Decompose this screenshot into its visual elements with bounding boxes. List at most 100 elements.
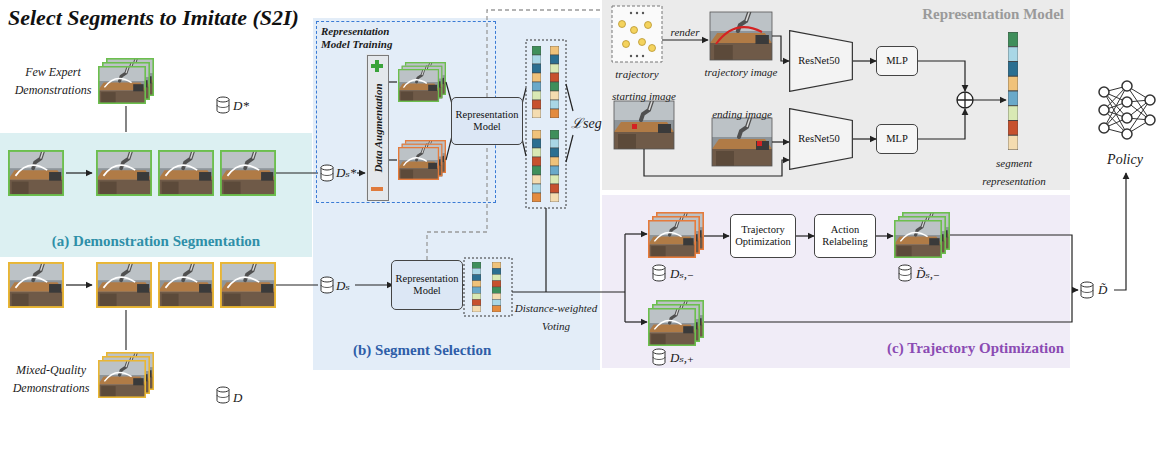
image-caption: trajectory image [704,66,777,78]
expert-demos-part [125,106,126,132]
representation-illustration-part [644,149,789,176]
loss-symbol-holder: ℒseg [571,114,602,132]
dataset-symbol-holder: D [233,388,242,406]
mixed-demos [98,310,229,403]
panel-heading: Representation Model Training [321,25,417,51]
model-box: Representation Model [451,97,523,145]
optimization-illustration-part [1072,289,1078,290]
segment-frames-part [66,172,92,173]
resnet-block: ResNet50 [789,108,853,170]
figure-title-holder: Select Segments to Imitate (S2I) [8,6,299,30]
box-label: MLP [886,55,908,67]
representation-illustration-part [612,6,662,62]
region-fills-part [602,195,1070,368]
policy-icon-part [1122,129,1132,139]
region-fills-part [0,133,312,257]
box-label: Trajectory Optimization [735,224,791,248]
step-label: Distance-weighted Voting [515,302,597,332]
expert-demos [98,58,229,132]
step-label-holder: render [665,22,705,40]
mixed-demos-part [98,352,154,398]
process-box: Trajectory Optimization [730,214,796,258]
representation-illustration-part [712,118,772,166]
policy-icon-part [1122,113,1132,123]
segment-frames-part [220,150,276,196]
segment-frames-part [8,150,64,196]
policy-icon [1099,81,1155,139]
dataset-symbol-holder: Dₛ* [336,163,356,181]
representation-illustration-part [623,41,630,48]
dataset-symbol: D* [233,98,249,113]
panel-heading: (a) Demonstration Segmentation [0,233,312,250]
representation-illustration-part [772,141,789,142]
segment-frames-part [321,165,333,181]
training-illustration-part [398,140,446,180]
training-illustration-part [375,60,379,72]
optimization-illustration-part [899,265,911,281]
selection-illustration-part [492,262,501,312]
dataset-caption-holder: Few Expert Demonstrations [12,62,94,98]
box-label: Representation Model [456,109,519,133]
selection-illustration-part [464,258,512,316]
selection-illustration-part [472,262,481,312]
representation-illustration-part [710,12,772,60]
box-label: Representation Model [396,273,459,297]
policy-icon-part [1099,105,1109,115]
optimization-illustration [648,173,1126,365]
selection-illustration-part [512,291,625,292]
segment-frames-part [96,262,152,308]
representation-illustration-part [712,118,772,166]
dataset-caption: Few Expert Demonstrations [15,65,92,97]
policy-icon-part [1099,87,1109,97]
policy-icon-part [1122,81,1132,91]
vector-caption-holder: segment representation [970,153,1058,189]
representation-illustration-part [973,99,1006,100]
representation-illustration-part [649,45,656,52]
panel-heading: (b) Segment Selection [353,342,518,359]
dataset-symbol-holder: D̃ [1098,280,1107,298]
representation-illustration-part [957,92,973,108]
step-label-holder: Distance-weighted Voting [514,298,598,334]
optimization-illustration-part [704,235,729,236]
optimization-illustration-part [950,235,1072,290]
optimization-illustration-part [648,212,704,258]
segment-frames-part [66,284,92,285]
representation-illustration-part [918,109,965,139]
image-caption: trajectory [615,68,658,80]
dataset-symbol-holder: Dₛ [336,276,350,294]
training-illustration-part [532,130,541,202]
segment-frames-part [158,150,214,196]
mixed-demos-part [125,310,126,350]
training-illustration-part [371,187,383,191]
optimization-panel: (c) Trajectory OptimizationTrajectory Op… [602,195,1070,368]
representation-illustration-part [630,12,632,14]
box-label: Action Relabeling [819,224,871,248]
selection-panel: (b) Segment Selection Representation Mode… [313,18,600,370]
vector-caption: segment representation [982,157,1045,187]
segment-frames-part [220,262,276,308]
policy-label: Policy [1107,152,1143,167]
optimization-illustration-part [1081,282,1093,298]
selection-illustration-part [625,321,647,322]
loss-symbol: ℒseg [571,116,602,131]
representation-illustration-part [716,27,762,44]
process-box: Action Relabeling [814,214,876,258]
policy-label-holder: Policy [1100,150,1150,168]
dataset-symbol-holder: D* [233,96,249,114]
image-caption-holder: trajectory [610,64,664,82]
augmentation-bar: Data Augmentation [367,55,389,201]
representation-illustration-part [757,141,762,146]
training-illustration-part [366,54,388,200]
trapezoid-outline [790,109,853,170]
box-label: ResNet50 [798,55,839,67]
resnet-block: ResNet50 [789,30,853,92]
image-caption: starting image [612,90,676,102]
trapezoid-outline [790,31,853,92]
segment-frames-part [355,284,393,285]
representation-illustration-part [710,12,772,60]
training-illustration-part [388,81,397,82]
figure-title: Select Segments to Imitate (S2I) [8,5,299,30]
expert-demos-part [98,58,154,104]
dataset-symbol: Dₛ,₋ [670,266,694,281]
